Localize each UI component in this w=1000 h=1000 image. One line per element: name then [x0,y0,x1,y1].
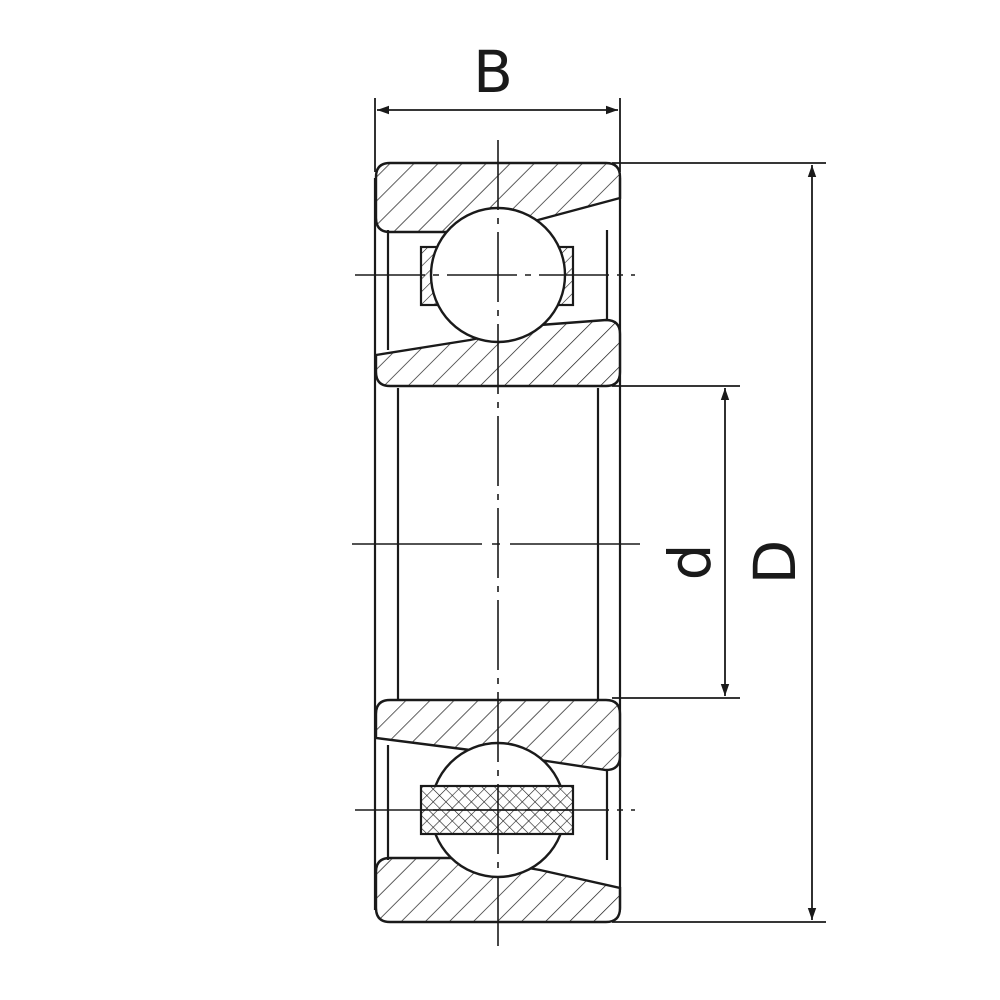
bore-label: d [656,544,724,581]
dimension-width [374,98,621,172]
dimension-outer-diameter [612,162,826,923]
center-lines [352,140,645,948]
width-label: B [473,38,513,106]
dimension-bore [612,385,740,699]
outer-diameter-label: D [741,540,809,585]
